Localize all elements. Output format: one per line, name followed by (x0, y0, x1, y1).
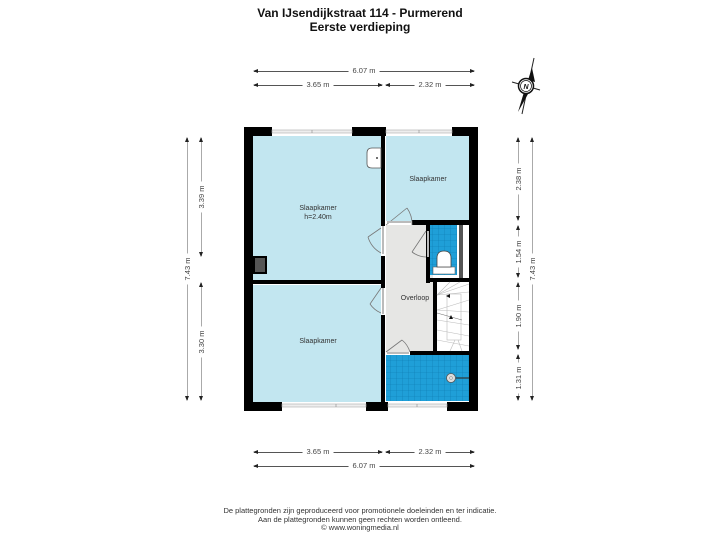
landing-floor (386, 225, 433, 352)
dimension-right-3: 1.90 m (513, 282, 524, 350)
floor-title: Eerste verdieping (309, 20, 411, 34)
room-label-bedroom-small: Slaapkamer (393, 175, 463, 184)
room-name: Overloop (400, 295, 430, 302)
dimension-left-total: 7.43 m (182, 137, 193, 401)
address-title: Van IJsendijkstraat 114 - Purmerend (257, 6, 463, 20)
room-label-bedroom-main: Slaapkamer h=2.40m (283, 204, 353, 222)
room-label-landing: Overloop (389, 294, 441, 303)
dimension-left-lower: 3.30 m (196, 282, 207, 401)
room-name: Slaapkamer (409, 176, 447, 183)
dimension-label: 3.65 m (302, 446, 334, 457)
dimension-label: 2.32 m (414, 446, 446, 457)
dimension-label: 3.65 m (302, 79, 334, 90)
dimension-label: 6.07 m (348, 460, 380, 471)
dimension-right-total: 7.43 m (527, 137, 538, 401)
dimension-bottom-right: 2.32 m (385, 446, 475, 457)
dimension-top-right: 2.32 m (385, 79, 475, 90)
dimension-label: 6.07 m (348, 65, 380, 76)
compass-north-icon: N (511, 57, 541, 115)
dimension-right-2: 1.54 m (513, 225, 524, 278)
room-label-bedroom-lower: Slaapkamer (283, 337, 353, 346)
svg-text:N: N (523, 84, 529, 91)
stairs-floor (437, 281, 469, 351)
dimension-right-4: 1.31 m (513, 354, 524, 401)
room-name: Slaapkamer (299, 205, 337, 212)
dimension-right-1: 2.38 m (513, 137, 524, 221)
bedroom-small-floor (386, 136, 469, 221)
copyright-line: © www.woningmedia.nl (321, 523, 399, 532)
dimension-label: 2.32 m (414, 79, 446, 90)
dimension-bottom-left: 3.65 m (253, 446, 383, 457)
bedroom-lower-floor (253, 285, 381, 402)
disclaimer-footer: De plattegronden zijn geproduceerd voor … (0, 506, 720, 533)
disclaimer-line-2: Aan de plattegronden kunnen geen rechten… (258, 514, 462, 524)
dimension-bottom-total: 6.07 m (253, 460, 475, 471)
room-height: h=2.40m (304, 214, 332, 221)
room-name: Slaapkamer (299, 338, 337, 345)
disclaimer-line-1: De plattegronden zijn geproduceerd voor … (223, 506, 497, 515)
dimension-left-upper: 3.39 m (196, 137, 207, 257)
dimension-top-total: 6.07 m (253, 65, 475, 76)
dimension-top-left: 3.65 m (253, 79, 383, 90)
bedroom-main-floor (253, 136, 381, 280)
